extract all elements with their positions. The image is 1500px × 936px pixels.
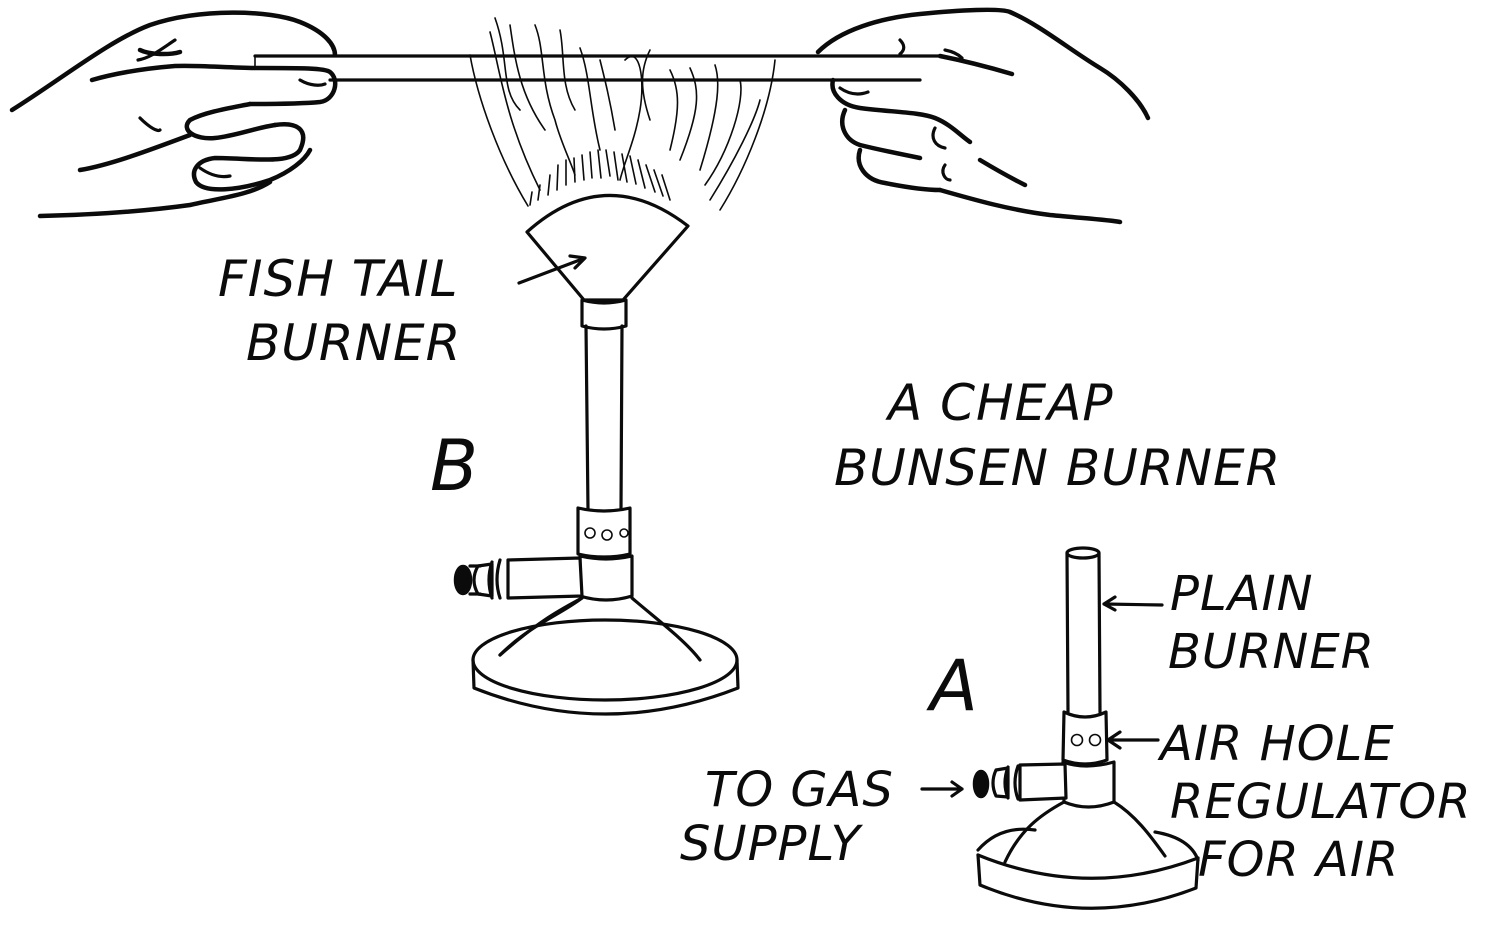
fishtail-label-line2: BURNER [246,314,461,372]
fishtail-arrow-icon [517,254,587,285]
burner-b-letter: B [430,425,479,507]
glass-rod [253,54,942,82]
figure-title-line1: A CHEAP [885,374,1114,432]
callout-arrows [517,254,1164,798]
regulator-label-line1: REGULATOR [1170,774,1472,830]
plain-burner-label-line1: PLAIN [1170,566,1314,622]
fishtail-label-line1: FISH TAIL [218,250,459,308]
regulator-label-line2: FOR AIR [1198,832,1399,888]
air-hole-arrow-icon [1106,730,1160,750]
plain-burner-label-line2: BURNER [1168,624,1375,680]
right-hand [815,7,1151,225]
gas-supply-label-line1: TO GAS [705,762,894,818]
air-hole-label: AIR HOLE [1157,716,1395,772]
left-hand [9,10,338,219]
plain-burner-arrow-icon [1102,595,1164,612]
burner-a-drawing [972,546,1200,910]
burner-b-drawing [453,193,740,716]
gas-supply-label-line2: SUPPLY [680,816,864,872]
fishtail-flame [469,17,776,211]
burner-a-letter: A [926,645,979,727]
figure-title-line2: BUNSEN BURNER [834,439,1281,497]
gas-supply-arrow-icon [920,780,964,798]
